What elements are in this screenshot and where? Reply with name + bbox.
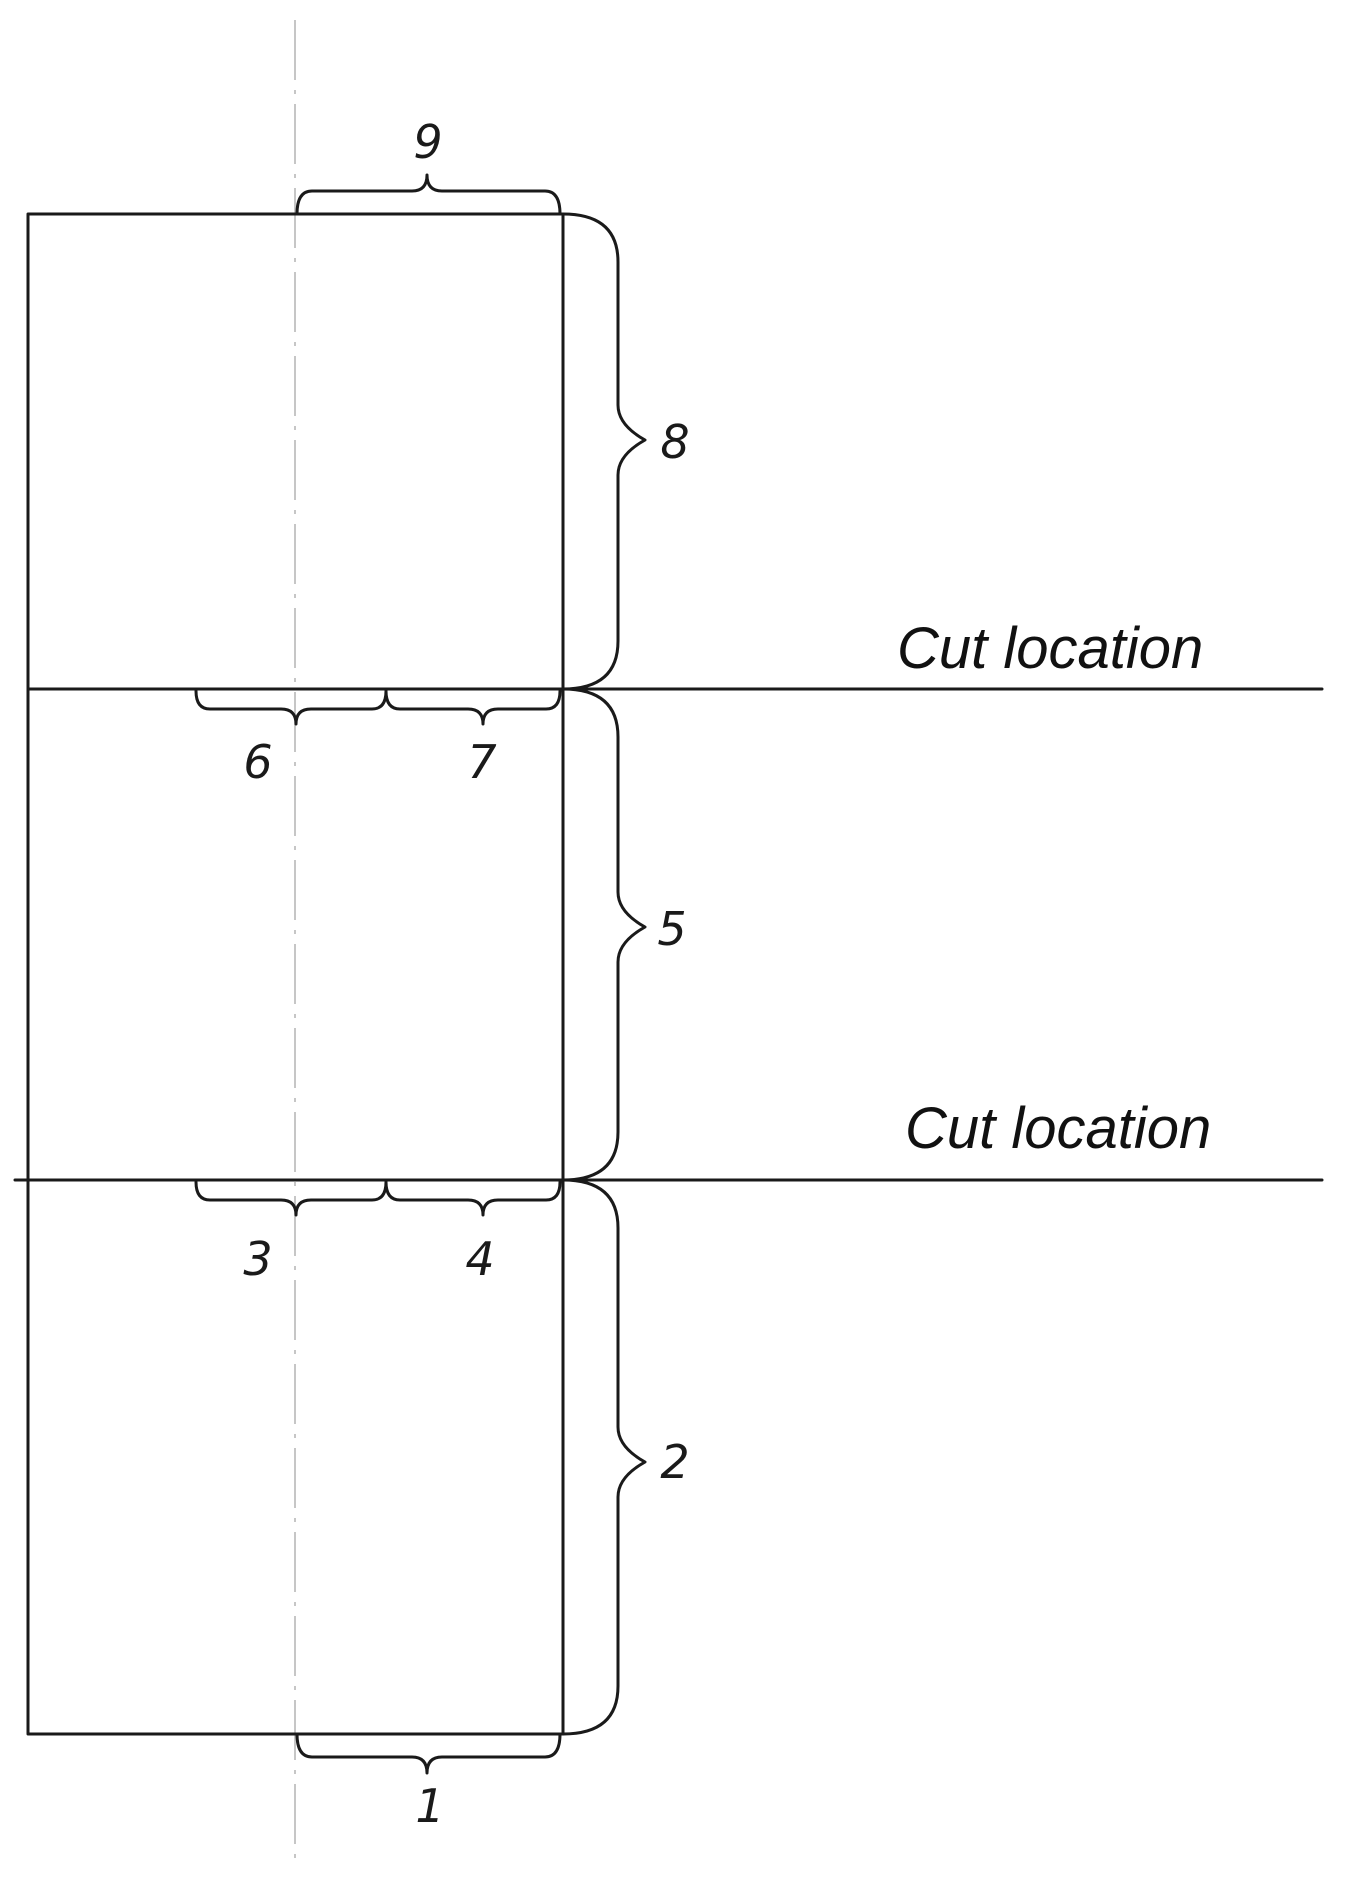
cut-location-label-top: Cut location (897, 616, 1203, 681)
brace-4 (384, 1180, 562, 1217)
label-9: 9 (413, 115, 442, 169)
brace-5 (561, 687, 647, 1182)
label-5: 5 (657, 902, 686, 956)
brace-6 (194, 689, 388, 726)
brace-8 (561, 212, 647, 691)
label-6: 6 (243, 735, 272, 789)
label-3: 3 (243, 1232, 272, 1286)
label-2: 2 (660, 1435, 689, 1489)
brace-2 (561, 1178, 647, 1736)
brace-1 (295, 1732, 562, 1775)
brace-9 (295, 173, 562, 216)
brace-7 (384, 689, 562, 726)
label-1: 1 (415, 1779, 444, 1833)
label-8: 8 (660, 415, 689, 469)
label-4: 4 (465, 1232, 494, 1286)
label-7: 7 (467, 735, 496, 789)
cut-location-label-bottom: Cut location (905, 1096, 1211, 1161)
brace-3 (194, 1180, 388, 1217)
